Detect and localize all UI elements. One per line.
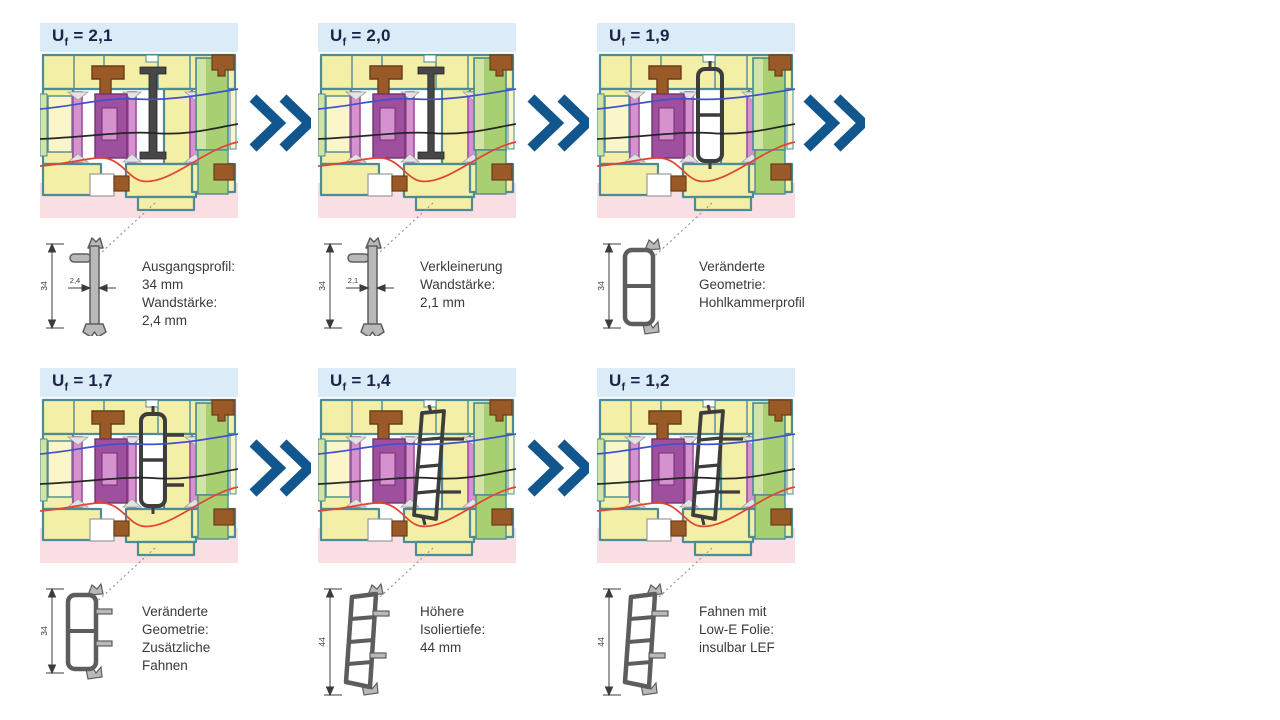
step-caption: Veränderte Geometrie: Hohlkammerprofil	[699, 258, 805, 312]
caption-line: Verkleinerung	[420, 259, 503, 274]
svg-text:2,4: 2,4	[70, 276, 80, 285]
caption-line: Hohlkammerprofil	[699, 295, 805, 310]
uf-label: Uf= 2,0	[330, 26, 391, 49]
frame-cross-section-drawing	[596, 52, 796, 218]
next-step-arrow-icon	[527, 94, 589, 152]
step-panel-uf-2-1: Uf= 2,1	[39, 23, 239, 343]
next-step-arrow-icon	[527, 439, 589, 497]
caption-line: Ausgangsprofil: 34 mm	[142, 259, 236, 292]
caption-line: Wandstärke: 2,4 mm	[142, 295, 218, 328]
step-caption: Veränderte Geometrie: Zusätzliche Fahnen	[142, 603, 238, 675]
step-caption: Höhere Isoliertiefe: 44 mm	[420, 603, 516, 657]
uf-value-header: Uf= 2,0	[318, 23, 516, 52]
svg-text:34: 34	[40, 281, 49, 291]
svg-text:2,1: 2,1	[348, 276, 358, 285]
svg-text:34: 34	[597, 281, 606, 291]
profile-detail: 44 Fahnen mit Low-E Folie: insulbar LEF	[596, 581, 795, 708]
uf-label: Uf= 1,9	[609, 26, 670, 49]
step-caption: Fahnen mit Low-E Folie: insulbar LEF	[699, 603, 795, 657]
step-panel-uf-2-0: Uf= 2,0	[317, 23, 517, 343]
uf-label: Uf= 1,2	[609, 371, 670, 394]
uf-label: Uf= 1,7	[52, 371, 113, 394]
step-panel-uf-1-7: Uf= 1,7	[39, 368, 239, 713]
uf-value-header: Uf= 1,4	[318, 368, 516, 397]
step-caption: Ausgangsprofil: 34 mm Wandstärke: 2,4 mm	[142, 258, 238, 330]
uf-value-header: Uf= 1,9	[597, 23, 795, 52]
profile-detail: 34 2,1 Verkleinerung Wandstärke: 2,1 mm	[317, 236, 516, 341]
profile-outline-drawing: 34 2,1	[317, 236, 410, 341]
caption-line: Zusätzliche Fahnen	[142, 640, 211, 673]
step-panel-uf-1-9: Uf= 1,9	[596, 23, 805, 343]
frame-cross-section-drawing	[596, 397, 796, 563]
caption-line: Höhere Isoliertiefe:	[420, 604, 486, 637]
profile-outline-drawing: 34	[596, 236, 689, 341]
uf-label: Uf= 2,1	[52, 26, 113, 49]
step-panel-uf-1-2: Uf= 1,2	[596, 368, 796, 713]
frame-cross-section-drawing	[39, 397, 239, 563]
svg-text:44: 44	[318, 637, 327, 647]
frame-cross-section-drawing	[39, 52, 239, 218]
frame-cross-section-drawing	[317, 52, 517, 218]
caption-line: insulbar LEF	[699, 640, 775, 655]
profile-outline-drawing: 34	[39, 581, 132, 686]
svg-text:44: 44	[597, 637, 606, 647]
step-caption: Verkleinerung Wandstärke: 2,1 mm	[420, 258, 516, 312]
uf-label: Uf= 1,4	[330, 371, 391, 394]
next-step-arrow-icon	[249, 439, 311, 497]
uf-value-header: Uf= 1,2	[597, 368, 795, 397]
profile-outline-drawing: 44	[596, 581, 689, 708]
profile-outline-drawing: 44	[317, 581, 410, 708]
uf-value-header: Uf= 2,1	[40, 23, 238, 52]
profile-detail: 34 2,4 Ausgangsprofil: 34 mm Wandstärke:…	[39, 236, 238, 341]
frame-cross-section-drawing	[317, 397, 517, 563]
profile-outline-drawing: 34 2,4	[39, 236, 132, 341]
next-step-arrow-icon	[249, 94, 311, 152]
step-panel-uf-1-4: Uf= 1,4	[317, 368, 517, 713]
caption-line: Wandstärke: 2,1 mm	[420, 277, 496, 310]
caption-line: Veränderte Geometrie:	[142, 604, 209, 637]
caption-line: Veränderte Geometrie:	[699, 259, 766, 292]
next-step-arrow-icon	[803, 94, 865, 152]
svg-text:34: 34	[318, 281, 327, 291]
caption-line: 44 mm	[420, 640, 462, 655]
svg-text:34: 34	[40, 626, 49, 636]
caption-line: Fahnen mit Low-E Folie:	[699, 604, 775, 637]
profile-detail: 34 Veränderte Geometrie: Hohlkammerprofi…	[596, 236, 805, 341]
profile-detail: 44 Höhere Isoliertiefe: 44 mm	[317, 581, 516, 708]
profile-detail: 34 Veränderte Geometrie: Zusätzliche Fah…	[39, 581, 238, 686]
uf-value-header: Uf= 1,7	[40, 368, 238, 397]
